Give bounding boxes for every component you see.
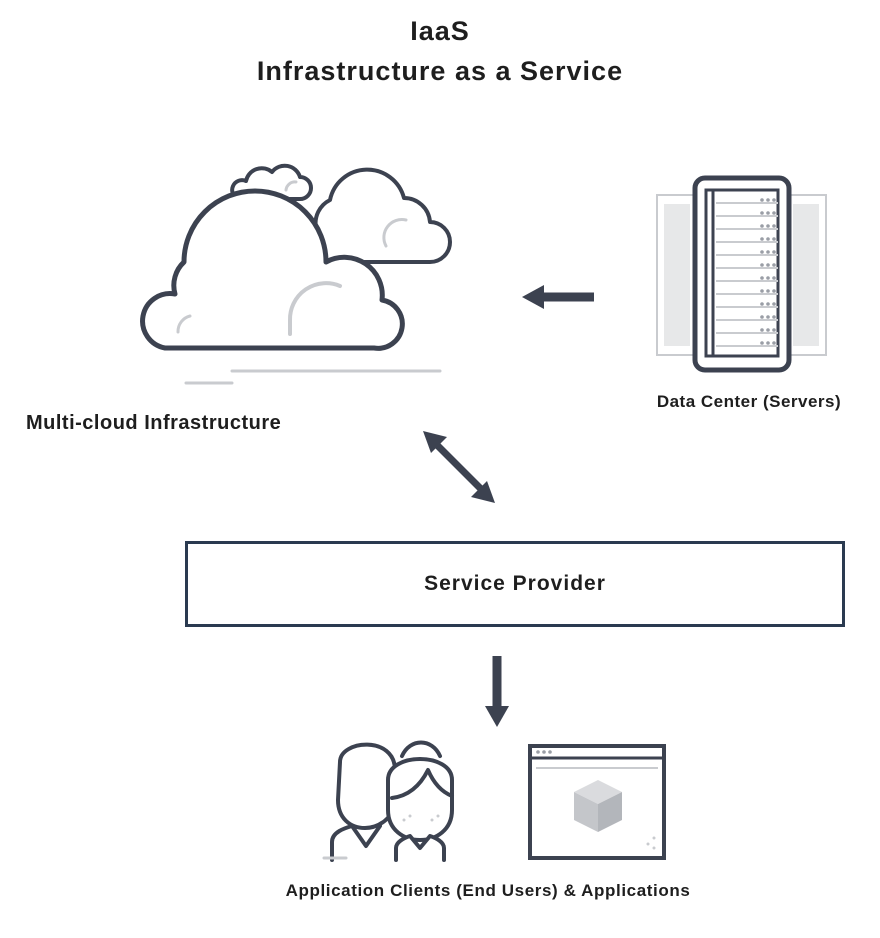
- cloud-label: Multi-cloud Infrastructure: [26, 412, 282, 434]
- arrow-datacenter-to-cloud: [522, 285, 594, 309]
- arrow-provider-to-clients: [485, 656, 509, 727]
- server-rack-icon: [656, 175, 827, 373]
- clients-label: Application Clients (End Users) & Applic…: [285, 881, 691, 900]
- application-window-icon: [528, 744, 666, 860]
- service-provider-label: Service Provider: [424, 572, 606, 595]
- data-center-label: Data Center (Servers): [656, 392, 842, 411]
- users-icon: [322, 740, 454, 862]
- arrow-cloud-provider-bidirectional: [423, 431, 495, 503]
- diagram-title: IaaS: [410, 16, 470, 46]
- service-provider-box: Service Provider: [185, 541, 845, 627]
- diagram-subtitle: Infrastructure as a Service: [256, 56, 624, 86]
- multi-cloud-icon: [140, 163, 452, 385]
